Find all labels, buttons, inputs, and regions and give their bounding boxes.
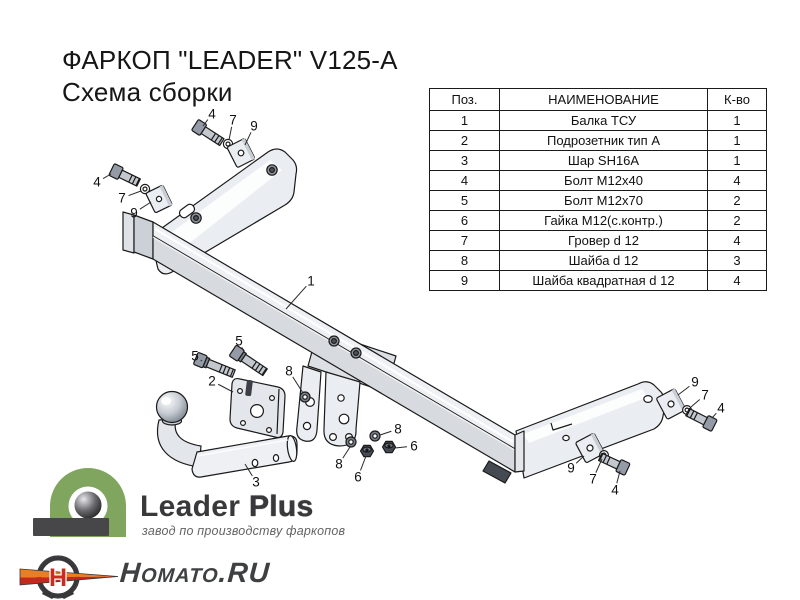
callout-leader-line [711, 412, 717, 419]
callout-leader-line [202, 119, 209, 127]
callout-leader-line [379, 430, 392, 436]
callout-leader-line [102, 173, 112, 179]
callout-leader-line [285, 285, 307, 310]
callout-leader-line [244, 463, 253, 477]
left-fastener-groups [108, 119, 256, 213]
callout-number: 9 [250, 119, 258, 134]
callout-leader-line [575, 455, 585, 464]
title-block: ФАРКОП "LEADER" V125-A Схема сборки [62, 44, 398, 108]
washer-d12 [299, 391, 381, 448]
mounted-bolt-head [190, 164, 278, 224]
center-bracket [296, 365, 361, 447]
callout-number: 7 [118, 191, 126, 206]
callout-number: 9 [567, 461, 575, 476]
leader-plus-name: Leader Plus [140, 490, 314, 523]
leader-plus-icon [30, 468, 140, 556]
callout-number: 7 [229, 113, 237, 128]
callout-leader-line [241, 347, 245, 353]
homato-emblem-letter: H [49, 564, 67, 592]
callout-leader-line [244, 132, 252, 146]
callout-leader-line [360, 455, 367, 471]
right-fastener-groups [575, 388, 718, 476]
callout-number: 2 [208, 374, 216, 389]
homato-emblem-icon: H [19, 555, 119, 599]
callout-number: 8 [335, 457, 343, 472]
callout-number: 5 [235, 334, 243, 349]
callout-number: 4 [611, 483, 619, 498]
callout-number: 3 [252, 475, 260, 490]
title-line-2: Схема сборки [62, 77, 233, 107]
right-side-arm [515, 381, 666, 479]
parts-table-cell: 4 [707, 270, 767, 291]
header-pos: Поз. [429, 88, 500, 111]
callout-number: 7 [701, 388, 709, 403]
main-beam [122, 211, 525, 484]
callout-leader-line [342, 446, 351, 459]
callout-leader-line [595, 458, 603, 473]
bolt-m12x70 [193, 345, 268, 378]
callout-leader-line [217, 383, 234, 393]
parts-table-cell: Подрозетник тип А [499, 130, 708, 151]
callout-number: 6 [410, 439, 418, 454]
parts-table-cell: Шайба квадратная d 12 [499, 270, 708, 291]
ball-hitch [155, 390, 298, 478]
callout-number: 6 [354, 470, 362, 485]
callout-number: 4 [93, 175, 101, 190]
tow-ball [155, 390, 189, 424]
callout-number: 7 [589, 472, 597, 487]
callout-leader-line [292, 376, 304, 394]
beam-foot [482, 460, 512, 484]
callout-leader-line [616, 470, 621, 484]
callout-number: 9 [691, 375, 699, 390]
parts-table-cell: Болт М12х70 [499, 190, 708, 211]
callout-number: 8 [394, 422, 402, 437]
callout-number: 5 [191, 349, 199, 364]
callout-leader-line [677, 385, 690, 396]
nut-m12 [359, 440, 397, 458]
leader-plus-tagline: завод по производству фаркопов [142, 524, 346, 538]
callout-leader-line [139, 201, 152, 210]
callout-leader-line [394, 446, 408, 449]
callout-number: 9 [130, 206, 138, 221]
callout-number: 4 [208, 107, 216, 122]
socket-plate [229, 377, 286, 439]
homato-text: Homato.RU [118, 557, 272, 588]
callout-leader-line [200, 359, 203, 362]
parts-table-cell: Шайба d 12 [499, 250, 708, 271]
callout-leader-line [128, 190, 142, 197]
callout-number: 8 [285, 364, 293, 379]
title-line-1: ФАРКОП "LEADER" V125-A [62, 45, 398, 75]
callout-leader-line [228, 126, 233, 141]
callout-number: 1 [307, 274, 315, 289]
callout-leader-line [690, 399, 701, 408]
tow-ball-glyph [72, 489, 104, 521]
callout-number: 4 [717, 401, 725, 416]
